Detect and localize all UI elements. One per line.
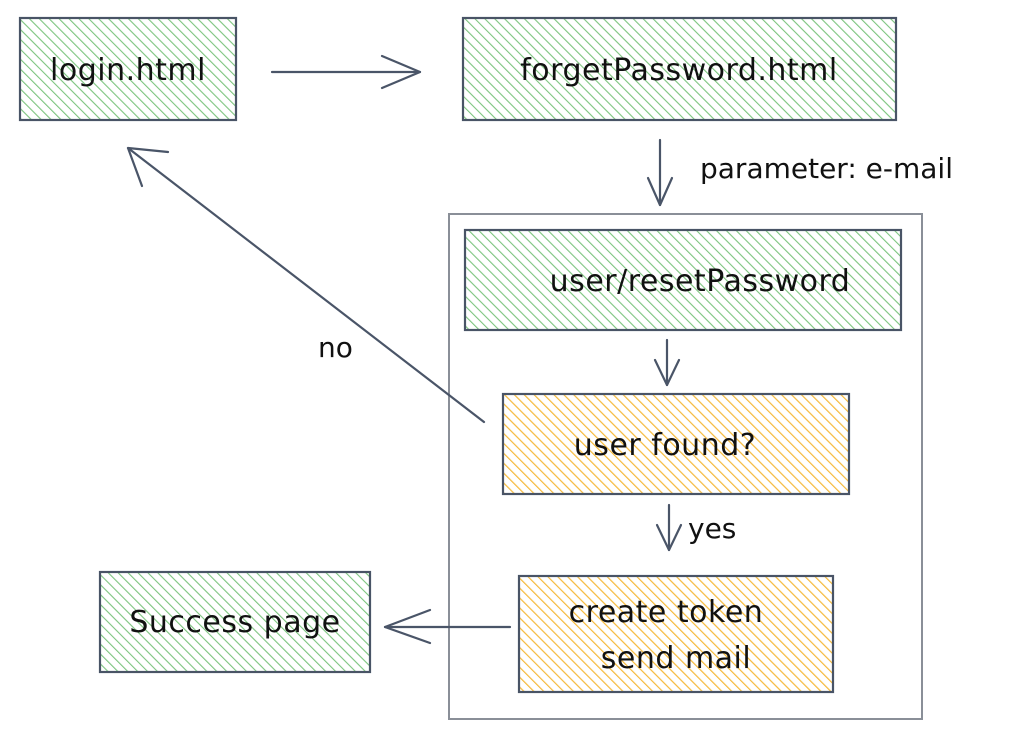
reset-password-node-border — [463, 228, 903, 332]
forget-password-node-fill — [463, 18, 896, 120]
edge-label-no: no — [318, 331, 353, 364]
reset-password-node-fill — [465, 230, 901, 330]
forget-password-node-label: forgetPassword.html — [520, 53, 837, 88]
user-found-node-border — [501, 392, 851, 496]
reset-password-node-label: user/resetPassword — [550, 264, 851, 299]
create-token-node-label-2: send mail — [601, 641, 751, 676]
arrow-forget-to-reset — [646, 138, 674, 207]
arrow-token-to-success — [383, 608, 512, 645]
arrow-login-to-forget — [270, 54, 422, 90]
success-page-node: Success page — [98, 570, 372, 674]
user-found-node-label: user found? — [574, 428, 756, 463]
success-page-node-border — [98, 570, 372, 674]
reset-password-node: user/resetPassword — [463, 228, 903, 332]
login-node: login.html — [18, 16, 238, 122]
login-node-label: login.html — [50, 53, 206, 88]
forget-password-node: forgetPassword.html — [461, 16, 898, 122]
forget-password-node-border — [461, 16, 898, 122]
login-node-border — [18, 16, 238, 122]
user-found-node: user found? — [501, 392, 851, 496]
arrow-found-to-token — [655, 503, 683, 552]
success-page-node-fill — [100, 572, 370, 672]
user-found-node-fill — [503, 394, 849, 494]
create-token-node-label-1: create token — [569, 595, 764, 630]
edge-label-yes: yes — [688, 512, 736, 545]
create-token-node: create token send mail — [517, 574, 835, 694]
process-container-frame — [448, 213, 923, 720]
success-page-node-label: Success page — [129, 605, 340, 640]
edge-label-parameter: parameter: e-mail — [700, 152, 953, 185]
create-token-node-border — [517, 574, 835, 694]
create-token-node-fill — [519, 576, 833, 692]
arrow-found-to-login — [126, 146, 486, 424]
arrow-reset-to-found — [653, 338, 681, 387]
login-node-fill — [20, 18, 236, 120]
